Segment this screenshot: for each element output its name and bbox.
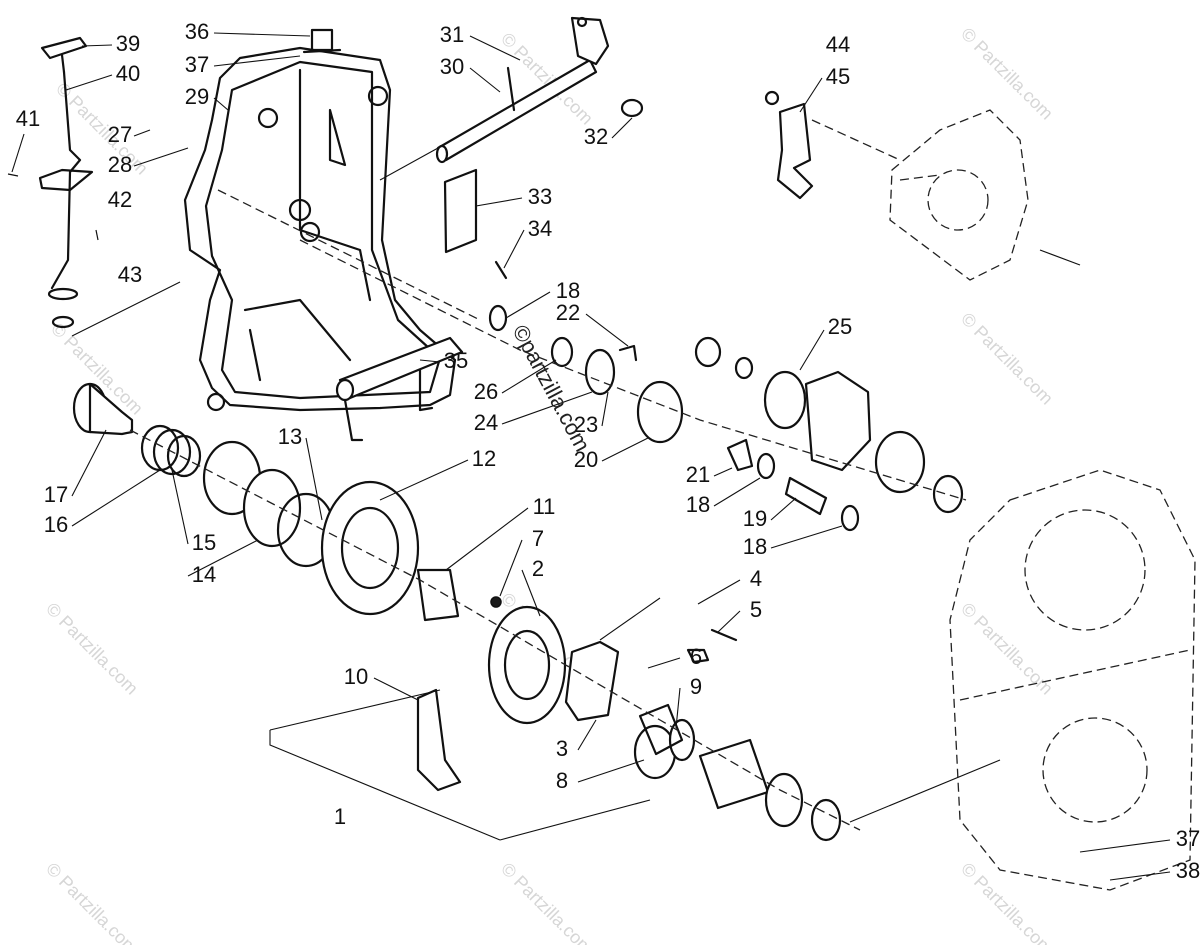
callout-5: 5: [750, 597, 762, 622]
callout-31: 31: [440, 22, 464, 47]
callout-15: 15: [192, 530, 216, 555]
callout-labels: 39 40 41 42 43 36 37 29 27 28 31 30 32 3…: [16, 19, 1200, 883]
callout-30: 30: [440, 54, 464, 79]
drive-axis-parts: [72, 382, 420, 616]
watermark-text: © Partzilla.com: [42, 859, 142, 945]
callout-11: 11: [533, 494, 556, 519]
callout-4: 4: [750, 566, 762, 591]
callout-29: 29: [185, 84, 209, 109]
shift-shaft: [435, 16, 644, 164]
callout-1: 1: [334, 804, 346, 829]
callout-18-top: 18: [556, 278, 580, 303]
callout-21: 21: [686, 462, 710, 487]
watermark-text: © Partzilla.com: [957, 599, 1057, 699]
callout-36: 36: [185, 19, 209, 44]
lower-right-group: [686, 628, 842, 842]
callout-18-low: 18: [743, 534, 767, 559]
callout-12: 12: [472, 446, 496, 471]
callout-32: 32: [584, 124, 608, 149]
callout-37-bottom: 37: [1176, 826, 1200, 851]
callout-43: 43: [118, 262, 142, 287]
callout-22: 22: [556, 300, 580, 325]
upper-shaft-parts: [488, 304, 860, 532]
callout-40: 40: [116, 61, 140, 86]
chaincase-cover: [183, 28, 457, 412]
watermark-text: © Partzilla.com: [957, 859, 1057, 945]
watermark-text: © Partzilla.com: [52, 79, 152, 179]
callout-14: 14: [192, 562, 216, 587]
callout-2: 2: [532, 556, 544, 581]
phantom-case-lower: [949, 469, 1196, 891]
callout-25: 25: [828, 314, 852, 339]
callout-27: 27: [108, 122, 132, 147]
callout-37-top: 37: [185, 52, 209, 77]
dipstick-assembly: [7, 36, 99, 329]
cover-plate: [443, 168, 508, 280]
callout-7: 7: [532, 526, 544, 551]
callout-20: 20: [574, 447, 598, 472]
callout-24: 24: [474, 410, 498, 435]
mount-bracket: [764, 90, 901, 200]
callout-28: 28: [108, 152, 132, 177]
callout-23: 23: [574, 412, 598, 437]
callout-26: 26: [474, 379, 498, 404]
drive-chain: [416, 688, 462, 792]
watermark-text: © Partzilla.com: [497, 859, 597, 945]
watermark-text: © Partzilla.com: [42, 599, 142, 699]
callout-10: 10: [344, 664, 368, 689]
callout-42: 42: [108, 187, 132, 212]
callout-38: 38: [1176, 858, 1200, 883]
phantom-case-upper: [889, 109, 1081, 281]
callout-16: 16: [44, 512, 68, 537]
callout-6: 6: [690, 644, 702, 669]
gear-cluster: [416, 568, 696, 780]
watermark-text: © Partzilla.com: [957, 24, 1057, 124]
callout-44: 44: [826, 32, 850, 57]
shift-fork: [335, 336, 464, 442]
callout-17: 17: [44, 482, 68, 507]
center-watermark: ©partzilla.com: [508, 321, 596, 456]
callout-8: 8: [556, 768, 568, 793]
callout-41: 41: [16, 106, 40, 131]
watermark-text: © Partzilla.com: [957, 309, 1057, 409]
callout-33: 33: [528, 184, 552, 209]
callout-35: 35: [444, 348, 468, 373]
callout-13: 13: [278, 424, 302, 449]
callout-leaders: [11, 32, 1171, 881]
right-gear-group: [694, 336, 964, 514]
axis-lines: [71, 147, 1001, 841]
callout-18-mid: 18: [686, 492, 710, 517]
callout-39: 39: [116, 31, 140, 56]
callout-19: 19: [743, 506, 767, 531]
callout-9: 9: [690, 674, 702, 699]
callout-34: 34: [528, 216, 552, 241]
callout-45: 45: [826, 64, 850, 89]
callout-3: 3: [556, 736, 568, 761]
